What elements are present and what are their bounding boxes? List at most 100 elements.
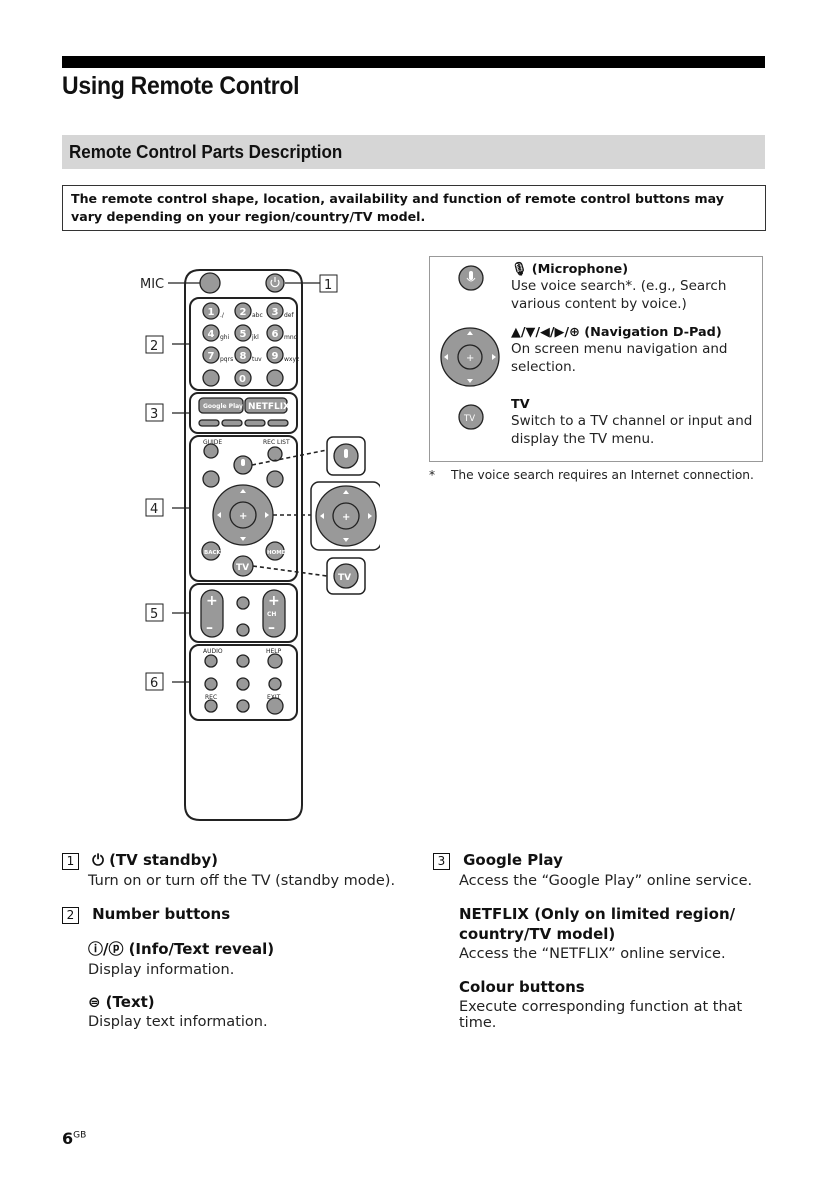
play-button <box>236 677 250 691</box>
callout-4: 4 <box>150 502 158 517</box>
item-2: 2 Number buttons <box>62 904 402 924</box>
settings-button <box>266 470 284 488</box>
number-key-5 <box>234 324 252 342</box>
netflix-button <box>244 397 288 414</box>
google-play-title: Google Play <box>463 851 563 869</box>
rec-button <box>204 699 218 713</box>
svg-text:TV: TV <box>236 563 249 573</box>
number-key-1 <box>202 302 220 320</box>
dpad-symbols: ▲/▼/◀/▶/ <box>511 325 570 340</box>
svg-text:+: + <box>239 511 247 522</box>
number-key-letters: ./ <box>220 312 225 319</box>
tv-desc: Switch to a TV channel or input and disp… <box>511 413 753 447</box>
number-key-letters: mno <box>284 334 298 341</box>
number-key-letters: abc <box>252 312 263 319</box>
svg-text:–: – <box>206 620 213 636</box>
svg-text:+: + <box>268 593 280 609</box>
item-1-title: (TV standby) <box>109 851 218 869</box>
number-key-6 <box>266 324 284 342</box>
footnote: * The voice search requires an Internet … <box>429 468 754 482</box>
item-3: 3 Google Play Access the “Google Play” o… <box>433 850 773 889</box>
pause-button <box>236 699 250 713</box>
number-key-letters: wxyz <box>284 356 299 363</box>
item-1-desc: Turn on or turn off the TV (standby mode… <box>88 873 396 889</box>
svg-text:+: + <box>342 512 350 523</box>
home-button <box>265 541 285 561</box>
zero-button <box>234 369 252 387</box>
number-key-label: 7 <box>208 351 215 362</box>
svg-text:+: + <box>206 593 218 609</box>
callout-6: 6 <box>150 676 158 691</box>
green-button <box>221 419 243 427</box>
dpad-desc: On screen menu navigation and selection. <box>511 341 728 375</box>
power-button <box>265 273 285 293</box>
number-key-label: 3 <box>272 307 279 318</box>
info-item: ⓘ/ⓟ (Info/Text reveal) Display informati… <box>88 938 408 978</box>
number-key-label: 1 <box>208 307 215 318</box>
top-rule <box>62 56 765 68</box>
google-play-button <box>198 397 244 414</box>
number-key-label: 5 <box>240 329 247 340</box>
channel-rocker <box>262 589 286 638</box>
callout-1: 1 <box>324 278 332 293</box>
svg-text:HELP: HELP <box>266 648 282 655</box>
yellow-button <box>244 419 266 427</box>
subtitle-button <box>236 654 250 668</box>
svg-text:GUIDE: GUIDE <box>203 439 222 446</box>
audio-button <box>204 654 218 668</box>
number-key-letters: tuv <box>252 356 262 363</box>
microphone-desc: Use voice search*. (e.g., Search various… <box>511 278 727 312</box>
red-button <box>198 419 220 427</box>
text-desc: Display text information. <box>88 1014 268 1030</box>
footnote-mark: * <box>429 468 436 482</box>
svg-text:REC LIST: REC LIST <box>263 439 290 446</box>
svg-text:AUDIO: AUDIO <box>203 648 223 655</box>
zoom-tv-button <box>333 563 359 589</box>
number-key-label: 6 <box>272 329 279 340</box>
input-button <box>202 470 220 488</box>
section-bar <box>62 135 765 169</box>
svg-text:0: 0 <box>239 374 246 385</box>
back-button <box>201 541 221 561</box>
number-key-letters: pqrs <box>220 356 233 363</box>
item-number-2: 2 <box>62 907 79 924</box>
svg-text:+: + <box>466 353 474 364</box>
item-1: 1 ⏻ (TV standby) Turn on or turn off the… <box>62 850 402 889</box>
colour-title: Colour buttons <box>459 978 585 996</box>
legend-box: 🎙 (Microphone) Use voice search*. (e.g.,… <box>429 256 763 462</box>
page-number-value: 6 <box>62 1129 74 1148</box>
netflix-item: NETFLIX (Only on limited region/ country… <box>459 904 759 962</box>
info-icon: ⓘ/ⓟ <box>88 940 124 958</box>
callout-3: 3 <box>150 407 158 422</box>
number-key-9 <box>266 346 284 364</box>
rewind-button <box>204 677 218 691</box>
text-title: (Text) <box>105 993 155 1011</box>
mic-button-icon <box>458 265 484 291</box>
number-key-2 <box>234 302 252 320</box>
standby-icon: ⏻ <box>92 851 104 869</box>
enter-icon: ⊕ <box>569 325 580 340</box>
tv-title: TV <box>511 397 530 412</box>
dpad-icon: + <box>440 327 500 387</box>
callout-2: 2 <box>150 339 158 354</box>
text-button <box>266 369 284 387</box>
section-title: Remote Control Parts Description <box>69 141 343 162</box>
google-play-desc: Access the “Google Play” online service. <box>459 873 753 889</box>
svg-text:BACK: BACK <box>204 550 221 556</box>
dpad-title: (Navigation D-Pad) <box>584 325 722 340</box>
blue-button <box>267 419 289 427</box>
info-desc: Display information. <box>88 962 235 978</box>
number-key-7 <box>202 346 220 364</box>
colour-desc: Execute corresponding function at that t… <box>459 999 743 1031</box>
netflix-title: NETFLIX (Only on limited region/ country… <box>459 905 736 943</box>
svg-text:NETFLIX: NETFLIX <box>248 402 290 412</box>
page-number: 6GB <box>62 1129 86 1148</box>
number-key-3 <box>266 302 284 320</box>
item-2-title: Number buttons <box>92 905 231 923</box>
help-button <box>267 653 283 669</box>
exit-button <box>266 697 284 715</box>
colour-item: Colour buttons Execute corresponding fun… <box>459 978 779 1031</box>
number-key-letters: ghi <box>220 334 230 341</box>
svg-text:TV: TV <box>463 414 475 424</box>
